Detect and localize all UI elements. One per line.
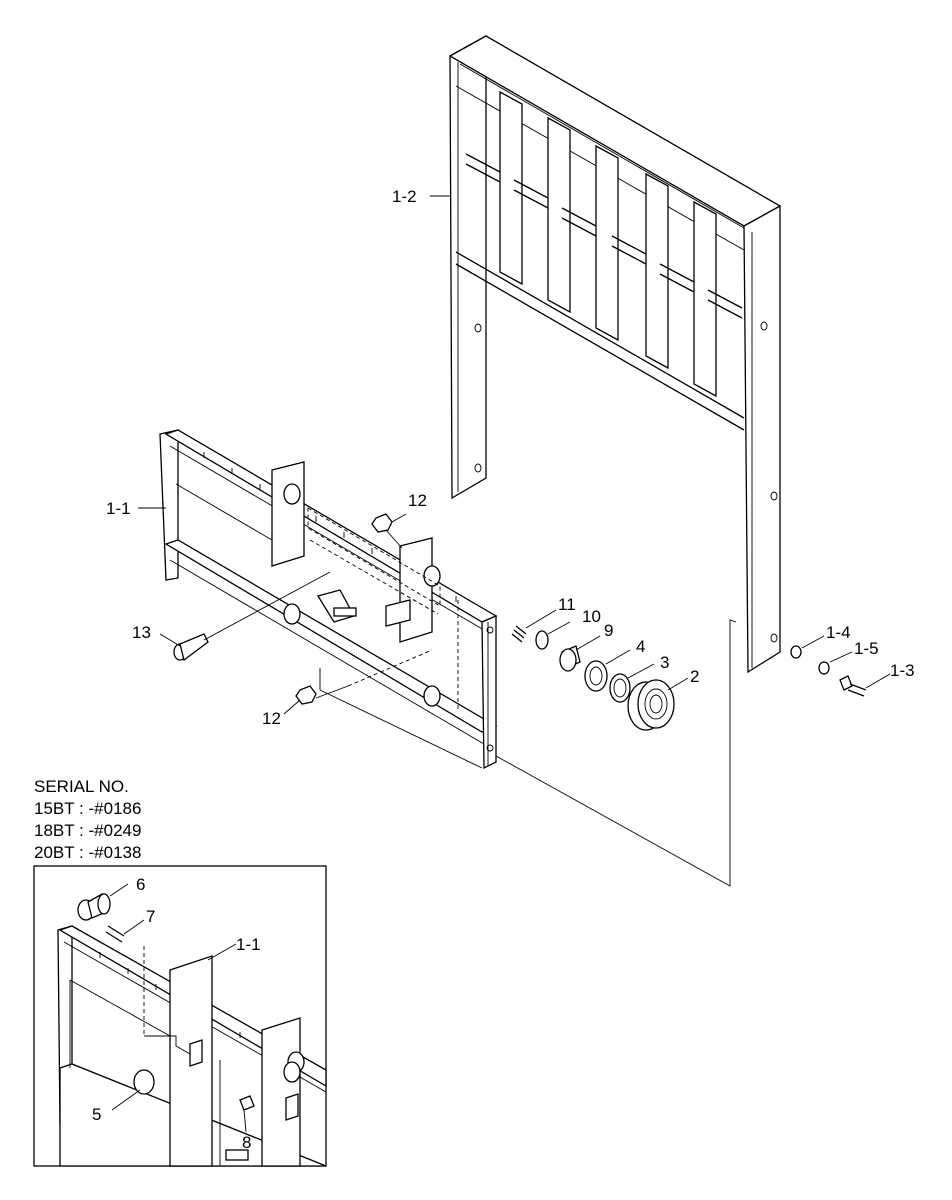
- backrest-frame: [448, 34, 782, 674]
- roller-parts: [173, 513, 867, 731]
- label-7: 7: [146, 907, 155, 926]
- label-1-2: 1-2: [392, 187, 417, 206]
- label-12-top: 12: [408, 491, 427, 510]
- inset-detail: 6 7 1-1 5 8: [33, 865, 327, 1167]
- reference-lines: [138, 195, 891, 887]
- serial-heading: SERIAL NO.: [34, 777, 129, 796]
- label-10: 10: [582, 607, 601, 626]
- label-8: 8: [242, 1133, 251, 1152]
- label-6: 6: [136, 875, 145, 894]
- label-1-1-inset: 1-1: [236, 935, 261, 954]
- label-1-3: 1-3: [890, 661, 915, 680]
- label-1-1: 1-1: [106, 499, 131, 518]
- label-12-bottom: 12: [262, 709, 281, 728]
- serial-line-18bt: 18BT : -#0249: [34, 821, 141, 840]
- serial-line-20bt: 20BT : -#0138: [34, 843, 141, 862]
- label-1-4: 1-4: [826, 623, 851, 642]
- serial-line-15bt: 15BT : -#0186: [34, 799, 141, 818]
- label-2: 2: [690, 667, 699, 686]
- label-3: 3: [660, 653, 669, 672]
- grease-nipple-11: [511, 625, 527, 643]
- label-4: 4: [636, 637, 645, 656]
- sleeve-9: [559, 645, 581, 672]
- serial-note: SERIAL NO. 15BT : -#0186 18BT : -#0249 2…: [34, 777, 141, 862]
- bolt-13: [173, 633, 209, 662]
- label-1-5: 1-5: [854, 639, 879, 658]
- inset-part-6: [77, 892, 111, 921]
- label-9: 9: [604, 621, 613, 640]
- inset-part-7: [105, 925, 125, 943]
- backrest-crossbars: [465, 153, 743, 319]
- label-11: 11: [558, 595, 576, 614]
- fork-carriage: [159, 429, 498, 770]
- label-5: 5: [92, 1105, 101, 1124]
- roller-bearing-2: [627, 679, 675, 731]
- bolt-1-3: [839, 675, 867, 697]
- label-13: 13: [132, 623, 151, 642]
- part-labels: 1-2 1-1 12 13 12 11 10 9 4 3 2 1-4 1-5 1…: [106, 187, 915, 728]
- backrest-slats: [499, 90, 717, 398]
